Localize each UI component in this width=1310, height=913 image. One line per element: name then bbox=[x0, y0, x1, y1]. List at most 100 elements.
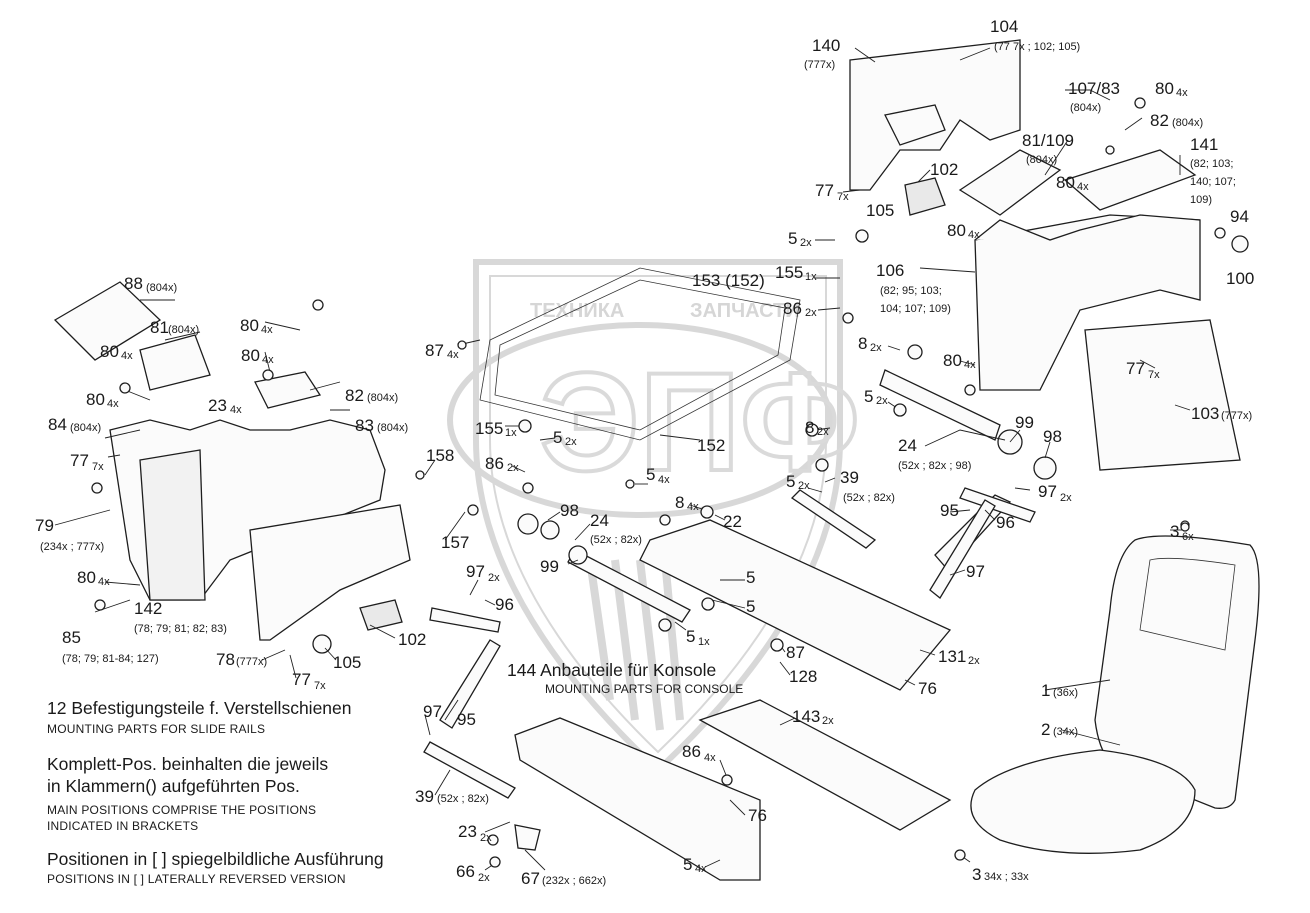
part-label: 155 bbox=[775, 263, 803, 282]
part-label: 5 bbox=[788, 229, 797, 248]
part-qty: (36x) bbox=[1053, 687, 1078, 699]
part-label: 99 bbox=[1015, 413, 1034, 432]
note-complete-de-2: in Klammern() aufgeführten Pos. bbox=[47, 776, 300, 796]
part-label: 5 bbox=[686, 627, 695, 646]
part-qty: (52x ; 82x ; 98) bbox=[898, 460, 971, 472]
part-label: 95 bbox=[457, 710, 476, 729]
part-qty: (804x) bbox=[70, 422, 101, 434]
part-qty: 4x bbox=[964, 359, 976, 371]
part-label: 67 bbox=[521, 869, 540, 888]
part-label: 157 bbox=[441, 533, 469, 552]
part-label: 153 (152) bbox=[692, 271, 765, 290]
part-label: 5 bbox=[683, 855, 692, 874]
part-label: 81 bbox=[150, 318, 169, 337]
part-label: 107/83 bbox=[1068, 79, 1120, 98]
part-label: 77 bbox=[1126, 359, 1145, 378]
part-label: 158 bbox=[426, 446, 454, 465]
part-label: 104 bbox=[990, 17, 1018, 36]
slide-rail-base bbox=[479, 267, 801, 441]
part-qty: 2x bbox=[798, 480, 810, 492]
part-qty: (52x ; 82x) bbox=[437, 793, 489, 805]
part-label: 140 bbox=[812, 36, 840, 55]
part-qty: 4x bbox=[687, 501, 699, 513]
part-label: 23 bbox=[208, 396, 227, 415]
part-qty: (804x) bbox=[146, 282, 177, 294]
note-rails-de: 12 Befestigungsteile f. Verstellschienen bbox=[47, 698, 352, 718]
part-qty: 4x bbox=[261, 324, 273, 336]
part-label: 98 bbox=[560, 501, 579, 520]
part-qty: 2x bbox=[968, 655, 980, 667]
gas-springs bbox=[423, 487, 1036, 799]
part-label: 23 bbox=[458, 822, 477, 841]
note-rails-en: MOUNTING PARTS FOR SLIDE RAILS bbox=[47, 722, 266, 736]
part-label: 103 bbox=[1191, 404, 1219, 423]
seat-cushions bbox=[970, 535, 1260, 854]
part-label: 8 bbox=[858, 334, 867, 353]
part-label: 96 bbox=[495, 595, 514, 614]
part-label: 24 bbox=[590, 511, 609, 530]
part-label: 102 bbox=[398, 630, 426, 649]
watermark-wheat-icon bbox=[586, 559, 684, 731]
part-label: 84 bbox=[48, 415, 67, 434]
part-label: 100 bbox=[1226, 269, 1254, 288]
part-qty: (232x ; 662x) bbox=[542, 875, 606, 887]
part-qty: 34x ; 33x bbox=[984, 871, 1029, 883]
part-qty: 1x bbox=[505, 427, 517, 439]
part-qty: 4x bbox=[968, 229, 980, 241]
part-label: 143 bbox=[792, 707, 820, 726]
part-label: 106 bbox=[876, 261, 904, 280]
part-label: 5 bbox=[746, 568, 755, 587]
mounting-plates bbox=[514, 519, 952, 881]
part-label: 2 bbox=[1041, 720, 1050, 739]
part-label: 66 bbox=[456, 862, 475, 881]
part-label: 96 bbox=[996, 513, 1015, 532]
part-label: 99 bbox=[540, 557, 559, 576]
part-qty: 4x bbox=[98, 576, 110, 588]
part-qty: 4x bbox=[658, 474, 670, 486]
part-qty: 4x bbox=[262, 354, 274, 366]
part-label: 98 bbox=[1043, 427, 1062, 446]
part-label: 39 bbox=[415, 787, 434, 806]
part-label: 105 bbox=[333, 653, 361, 672]
console-caption: 144 Anbauteile für Konsole MOUNTING PART… bbox=[507, 660, 743, 696]
part-label: 102 bbox=[930, 160, 958, 179]
part-qty: (78; 79; 81; 82; 83) bbox=[134, 623, 227, 635]
note-complete-de-1: Komplett-Pos. beinhalten die jeweils bbox=[47, 754, 329, 774]
part-qty: (82; 103; bbox=[1190, 158, 1233, 170]
part-label: 128 bbox=[789, 667, 817, 686]
leader-lines bbox=[54, 47, 1191, 871]
part-qty: 4x bbox=[447, 349, 459, 361]
part-label: 79 bbox=[35, 516, 54, 535]
part-label: 141 bbox=[1190, 135, 1218, 154]
part-label: 142 bbox=[134, 599, 162, 618]
part-qty: (777x) bbox=[236, 656, 267, 668]
part-qty: 109) bbox=[1190, 194, 1212, 206]
part-label: 95 bbox=[940, 501, 959, 520]
part-qty: 2x bbox=[800, 237, 812, 249]
part-label: 76 bbox=[748, 806, 767, 825]
note-complete-en-1: MAIN POSITIONS COMPRISE THE POSITIONS bbox=[47, 803, 317, 817]
part-qty: 2x bbox=[870, 342, 882, 354]
part-label: 3 bbox=[1170, 522, 1179, 541]
hardware-icons bbox=[91, 97, 1226, 868]
part-label: 94 bbox=[1230, 207, 1249, 226]
part-label: 22 bbox=[723, 512, 742, 531]
part-label: 80 bbox=[1155, 79, 1174, 98]
part-qty: (804x) bbox=[367, 392, 398, 404]
part-qty: 2x bbox=[822, 715, 834, 727]
part-qty: (234x ; 777x) bbox=[40, 541, 104, 553]
part-label: 85 bbox=[62, 628, 81, 647]
part-label: 83 bbox=[355, 416, 374, 435]
note-complete-en-2: INDICATED IN BRACKETS bbox=[47, 819, 199, 833]
console-caption-de: 144 Anbauteile für Konsole bbox=[507, 660, 716, 680]
part-qty: (804x) bbox=[168, 324, 199, 336]
part-qty: 7x bbox=[837, 191, 849, 203]
watermark-text-left: ТЕХНИКА bbox=[530, 300, 624, 322]
part-qty: (52x ; 82x) bbox=[590, 534, 642, 546]
part-qty: 4x bbox=[1077, 181, 1089, 193]
part-qty: 4x bbox=[1176, 87, 1188, 99]
part-label: 77 bbox=[70, 451, 89, 470]
part-label: 1 bbox=[1041, 681, 1050, 700]
part-label: 81/109 bbox=[1022, 131, 1074, 150]
